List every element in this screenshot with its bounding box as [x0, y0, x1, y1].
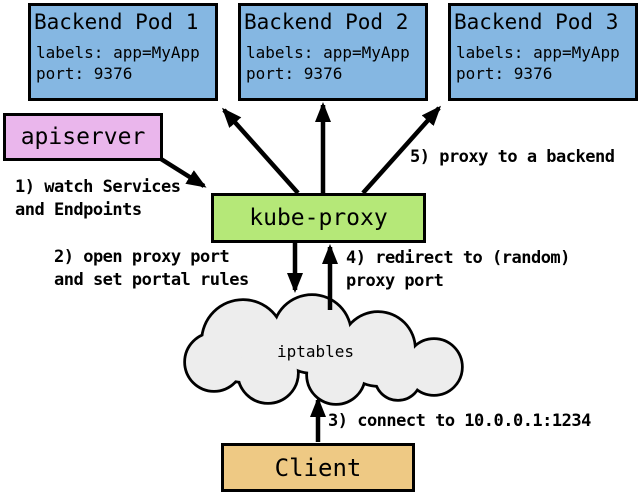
apiserver-box: apiserver [3, 113, 163, 161]
backend-pod-1-labels: labels: app=MyApp [36, 43, 200, 62]
backend-pod-2-labels: labels: app=MyApp [246, 43, 410, 62]
annotation-step1: 1) watch Services and Endpoints [15, 177, 181, 220]
backend-pod-1-port: port: 9376 [36, 64, 133, 83]
client-label: Client [274, 453, 362, 482]
backend-pod-1-box: Backend Pod 1 labels: app=MyApp port: 93… [28, 3, 218, 101]
backend-pod-3-labels: labels: app=MyApp [456, 43, 620, 62]
backend-pod-1-title: Backend Pod 1 [34, 10, 199, 34]
backend-pod-2-port: port: 9376 [246, 64, 343, 83]
kube-proxy-label: kube-proxy [249, 205, 388, 231]
backend-pod-2-title: Backend Pod 2 [244, 10, 409, 34]
apiserver-label: apiserver [20, 124, 146, 150]
arrow-kubeproxy-to-pod1 [222, 107, 300, 195]
iptables-label: iptables [277, 342, 355, 361]
annotation-step2: 2) open proxy port and set portal rules [54, 247, 249, 290]
backend-pod-3-title: Backend Pod 3 [454, 10, 619, 34]
annotation-step5: 5) proxy to a backend [410, 147, 615, 167]
arrow-apiserver-to-kubeproxy [159, 157, 207, 188]
backend-pod-2-box: Backend Pod 2 labels: app=MyApp port: 93… [238, 3, 428, 101]
backend-pod-3-box: Backend Pod 3 labels: app=MyApp port: 93… [448, 3, 638, 101]
arrow-kubeproxy-to-pod3 [361, 105, 441, 195]
annotation-step3: 3) connect to 10.0.0.1:1234 [328, 411, 591, 431]
backend-pod-3-port: port: 9376 [456, 64, 553, 83]
annotation-step4: 4) redirect to (random) proxy port [346, 248, 570, 291]
kube-proxy-box: kube-proxy [211, 193, 426, 243]
client-box: Client [221, 443, 415, 492]
iptables-cloud [183, 293, 464, 406]
